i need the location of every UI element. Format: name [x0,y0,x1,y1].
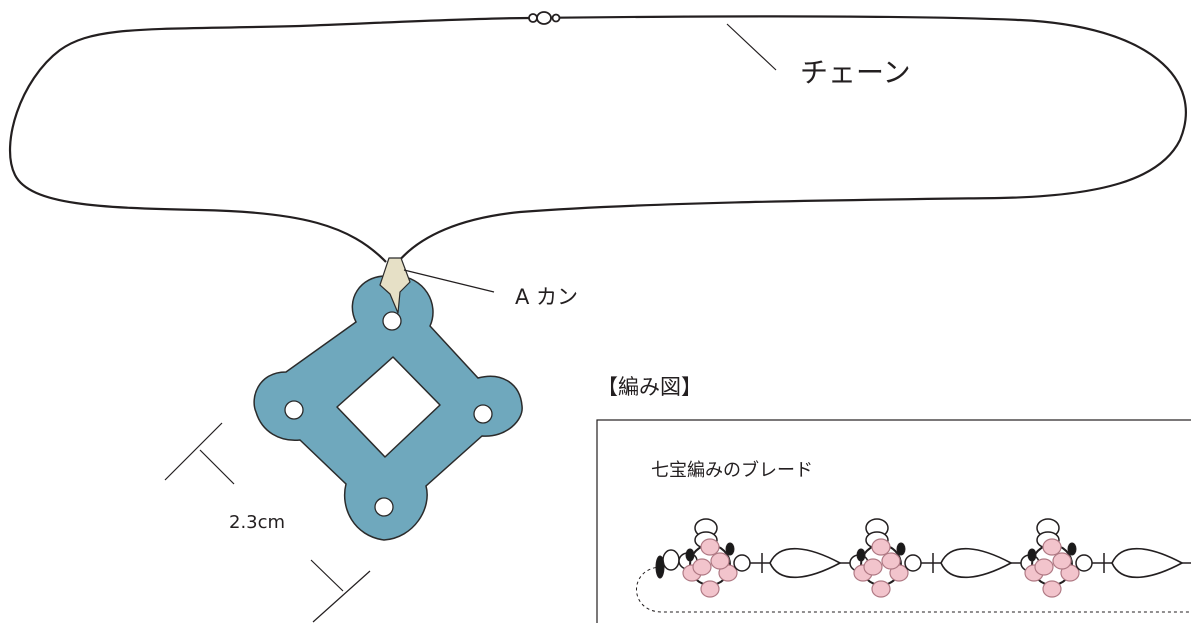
braid-leaf-loop [1111,547,1184,579]
chain-leader-line [726,23,777,71]
dimension-lines [164,422,371,623]
chain-loop [8,15,1187,263]
braid-leaf-loop [940,547,1013,579]
jump-ring-label: A カン [515,285,578,309]
braid-bead-black [1027,548,1037,562]
braid-bead-pink [871,538,891,556]
braid-bead-pink [700,538,720,556]
braid-bead-black [856,548,866,562]
chain-label: チェーン [800,56,911,89]
braid-bead-black [896,542,906,556]
pendant-hole-right [473,404,493,424]
braid-bead-pink [1042,580,1062,598]
braid-bead-white [733,554,751,572]
diagram-heading: 【編み図】 [597,375,702,399]
braid-bead-white [1075,554,1093,572]
braid-bead-pink [710,552,730,570]
braid-bead-black [685,548,695,562]
braid-bead-white [904,554,922,572]
bail [379,257,411,314]
braid-bead-pink [700,580,720,598]
braid-bead-pink [1042,538,1062,556]
pendant-hole-left [284,400,304,420]
braid-bead-pink [871,580,891,598]
braid-caption: 七宝編みのブレード [651,459,813,481]
dimension-label: 2.3cm [229,512,285,533]
braid-units [655,518,1191,598]
braid-bead-black [725,542,735,556]
braid-bead-pink [1034,558,1054,576]
pendant [253,275,523,541]
braid-dashed-path [636,566,1191,613]
pendant-hole-top [382,311,402,331]
braid-bead-pink [863,558,883,576]
braid-bead-white [662,549,680,571]
braid-leaf-loop [769,547,842,579]
braid-bead-pink [692,558,712,576]
braid-diagram-frame [596,419,1191,623]
jump-ring-leader-line [403,269,495,293]
chain-clasp [528,11,561,25]
pendant-hole-bottom [374,497,394,517]
braid-bead-pink [881,552,901,570]
braid-bead-black [1067,542,1077,556]
braid-bead-black [655,555,665,579]
pendant-center-hole [336,356,441,458]
braid-bead-pink [1052,552,1072,570]
